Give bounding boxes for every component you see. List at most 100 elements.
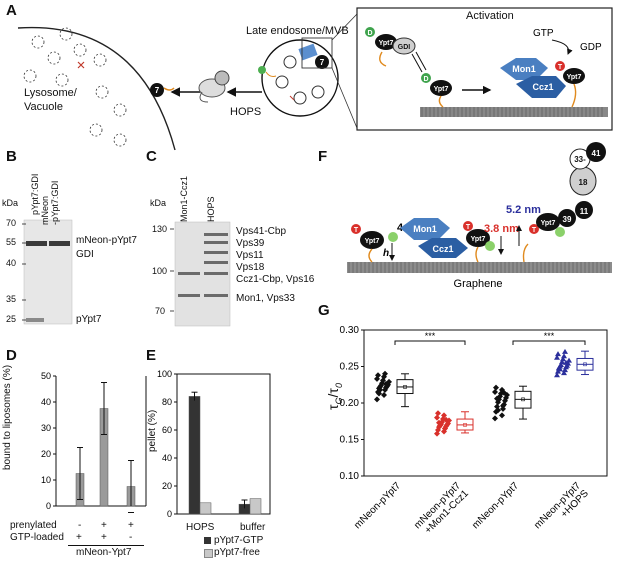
svg-text:18: 18 [579, 178, 588, 187]
band-pypt7 [26, 318, 44, 322]
panel-label-b: B [6, 148, 17, 165]
g-point [383, 381, 389, 388]
mvb-organelle: 7 [258, 37, 339, 117]
g-point [561, 353, 567, 359]
svg-text:33-: 33- [574, 155, 586, 164]
svg-text:Ypt7: Ypt7 [567, 74, 582, 81]
svg-text:Ccz1: Ccz1 [432, 244, 453, 254]
svg-text:Ypt7: Ypt7 [434, 86, 449, 93]
e-legend-gtp: pYpt7-GTP [214, 535, 264, 546]
g-point [443, 416, 449, 423]
g-point [557, 366, 563, 372]
g-xtick-label: mNeon-pYpt7+Mon1-Ccz1 [412, 480, 471, 539]
d-cond-p1: - [78, 520, 82, 531]
g-point [377, 386, 383, 393]
svg-text:11: 11 [580, 207, 589, 216]
panel-label-g: G [318, 302, 330, 319]
d-cond-g1: + [76, 532, 82, 543]
marker-70c: 70 [155, 306, 166, 316]
panel-label-a: A [6, 2, 17, 19]
panel-c-gel [170, 221, 231, 327]
g-point [554, 354, 560, 360]
g-xtick-label: mNeon-pYpt7 [470, 480, 521, 531]
svg-text:Ypt7: Ypt7 [541, 220, 556, 227]
g-point [492, 415, 498, 422]
g-ytick-label: 0.10 [340, 471, 360, 482]
ypt7-free: D Ypt7 [421, 73, 452, 108]
band-label-vps39: Vps39 [236, 238, 265, 249]
g-point [501, 389, 507, 396]
marker-55: 55 [6, 237, 17, 247]
band-label-ccz1-vps16: Ccz1-Cbp, Vps16 [236, 274, 315, 285]
d-cond-g2: + [101, 532, 107, 543]
e-ytick-label: 40 [162, 453, 172, 463]
g-point [434, 414, 440, 421]
d-group-line [68, 545, 144, 546]
gtp-arrow [551, 39, 573, 55]
g-point [554, 372, 560, 378]
e-ytick-label: 80 [162, 397, 172, 407]
mon1-ccz1-complex: Mon1 Ccz1 T Ypt7 [500, 58, 585, 108]
svg-text:Ypt7: Ypt7 [471, 236, 486, 243]
band-label-gdi: GDI [76, 249, 94, 260]
g-point [375, 372, 381, 379]
g-sig-label: *** [544, 331, 555, 341]
band-label-mon1-vps33: Mon1, Vps33 [236, 293, 295, 304]
svg-text:T: T [354, 227, 359, 234]
g-point [437, 422, 443, 429]
zoom-line-bottom [331, 67, 358, 129]
g-xtick-label: mNeon-pYpt7+HOPS [532, 480, 591, 539]
g-point [560, 356, 566, 362]
hops-f: T Ypt7 39 11 18 33- 41 [516, 142, 606, 263]
kda-label-c: kDa [150, 198, 167, 208]
mon1-ccz1-f: Mon1 Ccz1 T Ypt7 [400, 218, 504, 263]
d-row-gtp-loaded: GTP-loaded [10, 532, 64, 543]
distance-3-8nm: 3.8 nm [484, 223, 519, 235]
graphene-label: Graphene [454, 278, 503, 290]
g-point [558, 362, 564, 368]
band-label-pypt7: pYpt7 [76, 314, 102, 325]
endosome-label: Late endosome/MVB [246, 25, 349, 37]
g-point [441, 412, 447, 419]
svg-text:T: T [466, 224, 471, 231]
svg-text:39: 39 [563, 215, 572, 224]
g-sig-label: *** [425, 331, 436, 341]
e-bar [249, 498, 262, 515]
marker-35: 35 [6, 294, 17, 304]
svg-text:T: T [558, 64, 563, 71]
svg-text:Ccz1: Ccz1 [532, 82, 553, 92]
g-point [559, 359, 565, 365]
g-sig-bracket [512, 340, 586, 345]
panel-label-d: D [6, 347, 17, 364]
band-label-vps41: Vps41-Cbp [236, 226, 287, 237]
lysosome-label: Lysosome/ Vacuole [24, 87, 77, 113]
lane-label-hops: HOPS [206, 196, 216, 222]
g-point [492, 389, 498, 396]
marker-130: 130 [152, 224, 168, 234]
panel-b-gel [22, 219, 73, 325]
band-label-mneon-pypt7: mNeon-pYpt7 [76, 235, 137, 246]
fusion-mark-icon [77, 61, 85, 69]
g-point [374, 396, 380, 403]
svg-text:Mon1: Mon1 [413, 224, 437, 234]
g-ytick-label: 0.30 [340, 325, 360, 336]
d-cond-p3: + [128, 520, 134, 531]
g-point [561, 370, 567, 376]
e-bar [188, 396, 201, 515]
marker-70: 70 [6, 218, 17, 228]
g-point [381, 391, 387, 398]
vacuole-vesicles [23, 27, 127, 147]
band-label-vps18: Vps18 [236, 262, 265, 273]
g-xtick-label: mNeon-pYpt7 [352, 480, 403, 531]
svg-text:41: 41 [592, 149, 601, 158]
g-point [494, 395, 500, 402]
marker-40: 40 [6, 258, 17, 268]
svg-text:D: D [423, 76, 428, 83]
d-ytick-label: 50 [41, 371, 51, 381]
panel-f-schematic: T Ypt7 h 4.5 nm Mon1 Ccz1 T Ypt7 3.8 nm [347, 142, 612, 290]
g-point [566, 357, 572, 363]
d-ytick-label: 20 [41, 449, 51, 459]
svg-text:D: D [367, 30, 372, 37]
g-point [382, 370, 388, 377]
